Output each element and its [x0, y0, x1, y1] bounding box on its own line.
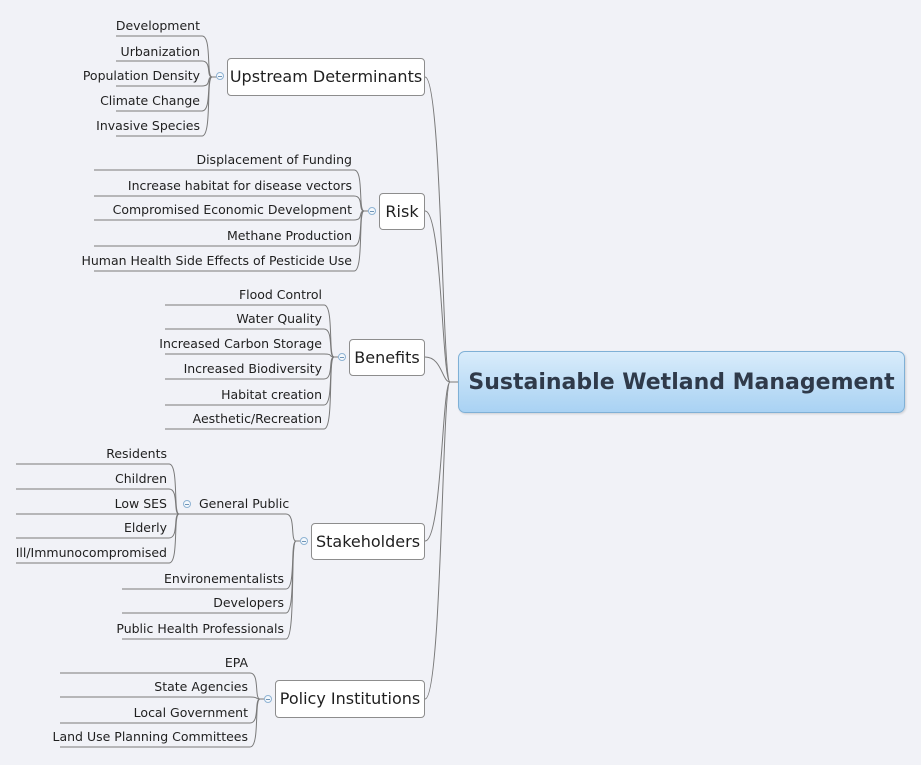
- general-public-leaf-connector: [16, 488, 180, 515]
- central-topic[interactable]: Sustainable Wetland Management: [458, 351, 905, 413]
- stakeholders-leaf-connector: [122, 540, 297, 640]
- leaf-low-ses[interactable]: Low SES: [114, 496, 167, 511]
- leaf-ill-immunocompromised[interactable]: Ill/Immunocompromised: [15, 545, 167, 560]
- benefits-leaf-connector: [165, 328, 335, 358]
- collapse-toggle-icon[interactable]: [216, 72, 224, 80]
- leaf-aesthetic-recreation[interactable]: Aesthetic/Recreation: [192, 411, 322, 426]
- leaf-displacement-of-funding[interactable]: Displacement of Funding: [196, 152, 352, 167]
- collapse-toggle-icon[interactable]: [338, 353, 346, 361]
- leaf-land-use-planning-committees[interactable]: Land Use Planning Committees: [52, 729, 249, 744]
- policy-leaf-connector: [60, 696, 261, 700]
- leaf-public-health-professionals[interactable]: Public Health Professionals: [116, 621, 284, 636]
- general-public-leaf-connector: [16, 513, 180, 564]
- branch-connector: [424, 381, 451, 542]
- stakeholders-leaf-connector: [122, 513, 297, 542]
- upstream-leaf-connector: [116, 76, 213, 137]
- leaf-increase-habitat-disease-vectors[interactable]: Increase habitat for disease vectors: [127, 178, 352, 193]
- branch-connector: [424, 381, 451, 700]
- branch-upstream-determinants[interactable]: Upstream Determinants: [227, 58, 425, 96]
- branch-connector: [424, 210, 451, 383]
- collapse-toggle-icon[interactable]: [183, 500, 191, 508]
- leaf-increased-carbon-storage[interactable]: Increased Carbon Storage: [159, 336, 322, 351]
- leaf-environementalists[interactable]: Environementalists: [163, 571, 284, 586]
- collapse-toggle-icon[interactable]: [264, 695, 272, 703]
- leaf-children[interactable]: Children: [114, 471, 167, 486]
- benefits-leaf-connector: [165, 353, 335, 358]
- leaf-development[interactable]: Development: [115, 18, 200, 33]
- leaf-local-government[interactable]: Local Government: [133, 705, 248, 720]
- collapse-toggle-icon[interactable]: [368, 207, 376, 215]
- risk-leaf-connector: [94, 169, 365, 212]
- collapse-toggle-icon[interactable]: [300, 537, 308, 545]
- leaf-climate-change[interactable]: Climate Change: [100, 93, 200, 108]
- leaf-epa[interactable]: EPA: [224, 655, 248, 670]
- leaf-increased-biodiversity[interactable]: Increased Biodiversity: [183, 361, 322, 376]
- branch-connector: [424, 76, 451, 383]
- subtopic-general-public[interactable]: General Public: [199, 496, 290, 511]
- leaf-habitat-creation[interactable]: Habitat creation: [221, 387, 322, 402]
- risk-leaf-connector: [94, 210, 365, 272]
- leaf-residents[interactable]: Residents: [106, 446, 167, 461]
- leaf-methane-production[interactable]: Methane Production: [226, 228, 352, 243]
- leaf-flood-control[interactable]: Flood Control: [238, 287, 322, 302]
- branch-policy-institutions[interactable]: Policy Institutions: [275, 680, 425, 718]
- upstream-leaf-connector: [116, 60, 213, 78]
- branch-connector: [424, 356, 451, 383]
- upstream-leaf-connector: [116, 35, 213, 78]
- leaf-urbanization[interactable]: Urbanization: [120, 44, 200, 59]
- leaf-developers[interactable]: Developers: [213, 595, 284, 610]
- branch-benefits[interactable]: Benefits: [349, 339, 425, 376]
- leaf-water-quality[interactable]: Water Quality: [236, 311, 322, 326]
- branch-risk[interactable]: Risk: [379, 193, 425, 230]
- leaf-elderly[interactable]: Elderly: [123, 520, 167, 535]
- leaf-compromised-economic-development[interactable]: Compromised Economic Development: [112, 202, 352, 217]
- leaf-pesticide-side-effects[interactable]: Human Health Side Effects of Pesticide U…: [81, 253, 352, 268]
- benefits-leaf-connector: [165, 356, 335, 430]
- policy-leaf-connector: [60, 672, 261, 700]
- risk-leaf-connector: [94, 195, 365, 212]
- leaf-state-agencies[interactable]: State Agencies: [154, 679, 248, 694]
- leaf-invasive-species[interactable]: Invasive Species: [96, 118, 200, 133]
- leaf-population-density[interactable]: Population Density: [82, 68, 200, 83]
- policy-leaf-connector: [60, 698, 261, 748]
- branch-stakeholders[interactable]: Stakeholders: [311, 523, 425, 560]
